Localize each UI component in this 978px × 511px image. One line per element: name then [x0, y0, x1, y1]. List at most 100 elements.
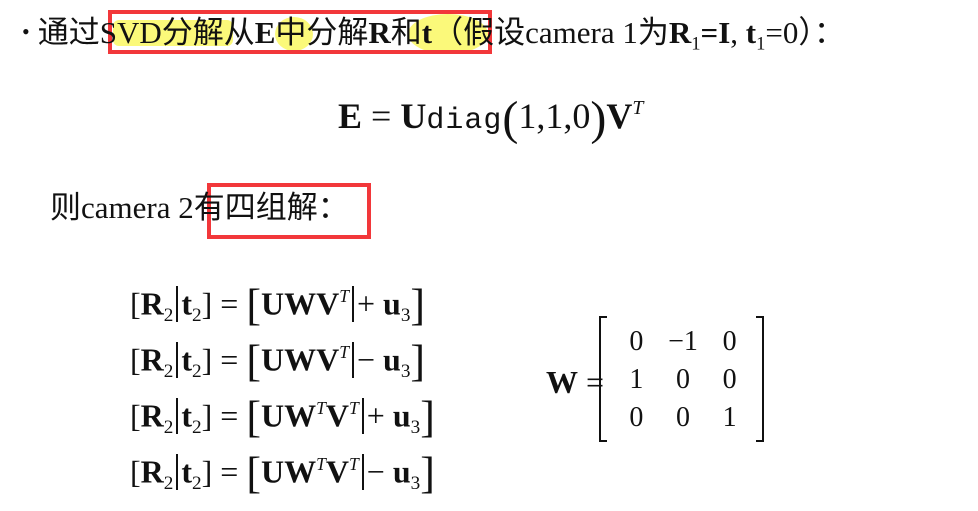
text-decompose: 中分解: [275, 15, 369, 50]
bullet-line-svd: •通过SVD分解从E中分解R和t（假设camera 1为R1=I, t1=0）：: [22, 12, 845, 65]
symbol-u: U: [260, 341, 285, 378]
left-paren: (: [502, 91, 519, 145]
subscript: 1: [691, 33, 701, 55]
yellow-highlight-e: [275, 17, 313, 51]
text-assume: （假设camera 1为: [432, 15, 669, 50]
symbol-w: W: [284, 397, 317, 434]
superscript: T: [316, 454, 326, 474]
separator-bar: [361, 454, 364, 491]
symbol-r1: R: [668, 15, 692, 50]
sign: +: [366, 397, 385, 434]
subscript: 3: [400, 361, 411, 383]
matrix-cell: 0: [629, 326, 644, 357]
diag-args: 1,1,0: [518, 95, 591, 136]
matrix-cell: 0: [722, 326, 737, 357]
symbol-w: W: [284, 285, 317, 322]
superscript: T: [348, 454, 359, 474]
symbol-r: R: [368, 15, 391, 50]
symbol-e: E: [254, 15, 276, 50]
separator-bar: [351, 342, 354, 379]
subscript: 2: [163, 473, 174, 495]
matrix-cell: 1: [629, 364, 644, 395]
subscript: 2: [163, 361, 174, 383]
w-matrix-label: W =: [546, 362, 604, 402]
symbol-u: U: [260, 453, 285, 490]
symbol-u: U: [400, 95, 427, 136]
text-eq-identity: =I: [700, 15, 731, 50]
separator-bar: [176, 286, 179, 323]
separator-bar: [361, 398, 364, 435]
subscript: 2: [163, 417, 174, 439]
symbol-w: W: [546, 364, 578, 400]
symbol-u3: u: [383, 341, 401, 378]
text-diag: diag: [426, 103, 503, 138]
superscript: T: [316, 398, 326, 418]
symbol-u: U: [260, 397, 285, 434]
right-bracket: [756, 316, 764, 442]
equation-e-svd: E = Udiag(1,1,0)VT: [338, 80, 643, 149]
matrix-cell: 0: [629, 402, 644, 433]
subscript: 1: [756, 33, 766, 55]
subscript: 2: [192, 361, 202, 383]
symbol-w: W: [284, 341, 317, 378]
text-and: 和: [390, 15, 422, 50]
symbol-t: t: [181, 397, 193, 434]
matrix-cell: −1: [668, 326, 698, 357]
symbol-u3: u: [383, 285, 401, 322]
sign: −: [356, 341, 376, 378]
sign: −: [366, 453, 385, 490]
symbol-t: t: [181, 453, 193, 490]
separator-bar: [351, 286, 354, 323]
symbol-e: E: [338, 95, 363, 136]
subscript: 2: [163, 305, 174, 327]
text-comma: ,: [730, 15, 746, 50]
matrix-cell: 0: [722, 364, 737, 395]
symbol-v: V: [325, 453, 349, 490]
symbol-r: R: [140, 397, 164, 434]
subscript: 2: [192, 305, 202, 327]
symbol-t: t: [421, 15, 433, 50]
superscript: T: [339, 286, 349, 306]
text-prefix: 通过: [37, 15, 100, 50]
subscript: 2: [192, 417, 202, 439]
matrix-cell: 0: [675, 402, 690, 433]
equals: =: [362, 95, 401, 136]
bullet-icon: •: [22, 19, 30, 44]
matrix-cell: 0: [675, 364, 690, 395]
symbol-v: V: [325, 397, 349, 434]
symbol-u: U: [260, 285, 285, 322]
superscript-t: T: [632, 97, 644, 119]
subscript: 3: [410, 417, 421, 439]
symbol-t: t: [181, 341, 193, 378]
yellow-highlight-r-t: [408, 14, 488, 54]
symbol-v: V: [316, 285, 340, 322]
separator-bar: [176, 454, 179, 491]
subscript: 2: [192, 473, 202, 495]
separator-bar: [176, 398, 179, 435]
matrix-grid: 0 −1 0 1 0 0 0 0 1: [613, 326, 753, 434]
red-annotation-box-1: [108, 10, 492, 54]
yellow-highlight-svd: [113, 20, 233, 46]
superscript: T: [339, 342, 349, 362]
left-bracket: [599, 316, 607, 442]
symbol-r: R: [140, 285, 164, 322]
symbol-v: V: [606, 95, 633, 136]
w-matrix: 0 −1 0 1 0 0 0 0 1: [599, 316, 764, 442]
text-eq-zero: =0）：: [765, 15, 845, 50]
superscript: T: [348, 398, 359, 418]
text-decompose-from: 分解从: [161, 15, 255, 50]
matrix-cell: 1: [722, 402, 737, 433]
separator-bar: [176, 342, 179, 379]
text-boxed: 有四组解：: [193, 190, 349, 225]
symbol-u3: u: [392, 397, 411, 434]
symbol-t: t: [181, 285, 193, 322]
right-paren: ): [590, 91, 607, 145]
text-svd: SVD: [99, 15, 162, 50]
symbol-w: W: [284, 453, 317, 490]
symbol-r: R: [140, 341, 164, 378]
symbol-t1: t: [745, 15, 757, 50]
